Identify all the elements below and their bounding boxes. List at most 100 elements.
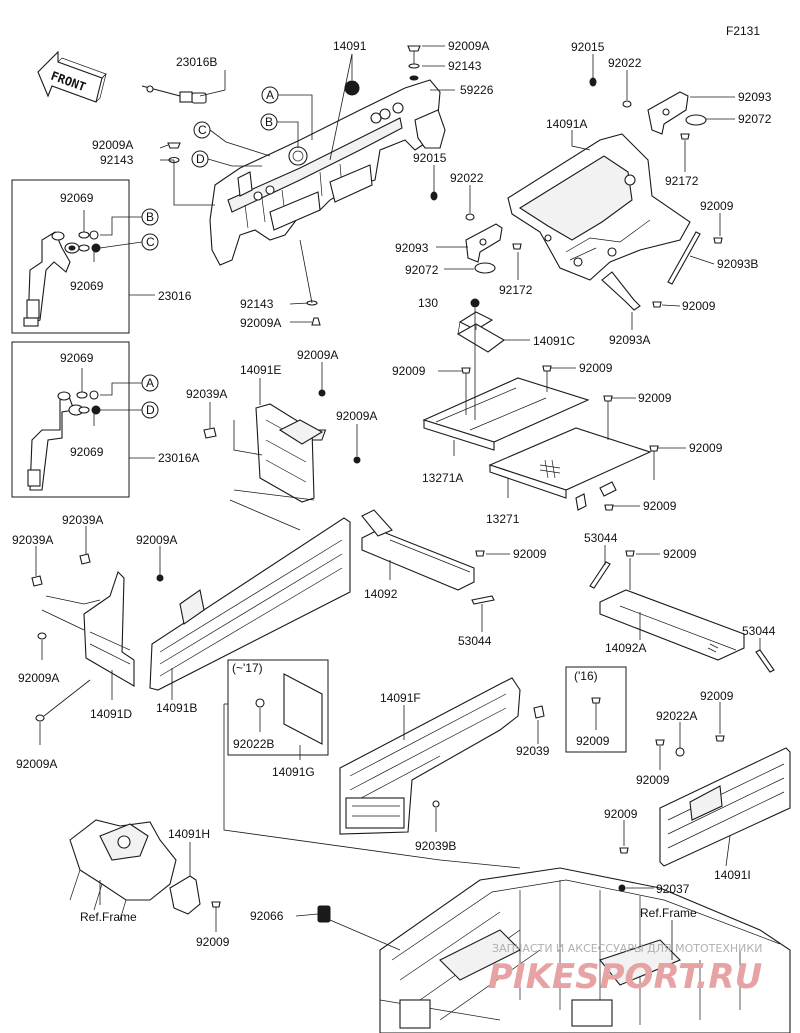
watermark-tagline: ЗАПЧАСТИ И АКСЕССУАРЫ ДЛЯ МОТОТЕХНИКИ [492, 942, 762, 955]
label-92022-1: 92022 [608, 56, 642, 70]
callout-c: C [193, 121, 271, 157]
label-92009a-1: 92009A [448, 39, 489, 53]
pin-53044-b [589, 561, 611, 589]
label-92069-3: 92069 [60, 351, 94, 365]
label-92015-2: 92015 [413, 151, 447, 165]
bolt-92172-mid [512, 243, 522, 250]
diagram-code: F2131 [726, 24, 760, 38]
label-92072-1: 92072 [738, 112, 772, 126]
label-92022b: 92022B [233, 737, 274, 751]
screw-92009a-d4 [35, 714, 45, 722]
bracket-92093-top [647, 91, 689, 135]
svg-text:C: C [146, 235, 155, 249]
rail-14092a [599, 589, 745, 661]
group-box-23016 [11, 179, 130, 334]
label-92172-2: 92172 [499, 283, 533, 297]
label-92039a-3: 92039A [12, 533, 53, 547]
bracket-92093a [601, 271, 641, 311]
label-16: ('16) [574, 669, 598, 683]
clip-92039 [533, 705, 545, 719]
label-92039: 92039 [516, 744, 550, 758]
label-13271: 13271 [486, 512, 520, 526]
label-92093-2: 92093 [395, 241, 429, 255]
svg-text:B: B [265, 115, 273, 129]
label-92009a-8: 92009A [16, 757, 57, 771]
label-92009-3: 92009 [392, 364, 426, 378]
label-ref-frame-2: Ref.Frame [640, 906, 697, 920]
label-92069-4: 92069 [70, 445, 104, 459]
label-23016a: 23016A [158, 451, 199, 465]
label-14091i: 14091I [714, 868, 751, 882]
screw-92039b [432, 800, 440, 808]
bolt-92009-i1 [655, 739, 665, 746]
label-14091f: 14091F [380, 691, 421, 705]
rail-14092 [361, 509, 475, 591]
label-92009a-3: 92009A [240, 316, 281, 330]
screw-92009a-e2 [353, 456, 361, 464]
label-53044-2: 53044 [584, 531, 618, 545]
grommet-92069-b [89, 230, 99, 240]
grommet-92069-d [91, 243, 101, 253]
label-92093a: 92093A [609, 333, 650, 347]
washer-92022-mid [465, 213, 475, 221]
label-92009-7: 92009 [643, 499, 677, 513]
bracket-92093b [667, 231, 701, 285]
label-92093b: 92093B [717, 257, 758, 271]
grommet-130 [470, 298, 480, 308]
bolt-92009-14092a [625, 550, 635, 557]
nut-92015-top [589, 77, 597, 87]
label-92009-12: 92009 [636, 773, 670, 787]
label-92009-4: 92009 [579, 361, 613, 375]
grommet-92069-f [89, 390, 99, 400]
bolt-92009-c2 [542, 365, 552, 372]
label-14091c: 14091C [533, 334, 575, 348]
label-92009-10: 92009 [576, 734, 610, 748]
nut-92015-mid [430, 191, 438, 201]
clamp-92072-top [685, 114, 707, 126]
label-14091: 14091 [333, 39, 367, 53]
label-92022a: 92022A [656, 709, 697, 723]
screw-92009a-top [407, 45, 421, 81]
label-17: (~'17) [232, 661, 263, 675]
label-92143-3: 92143 [240, 297, 274, 311]
label-23016: 23016 [158, 289, 192, 303]
grommet-92069-e [76, 391, 88, 399]
plate-14091g [283, 673, 323, 745]
bracket-92093-mid [465, 223, 503, 263]
svg-text:D: D [146, 403, 155, 417]
grommet-92069-g [78, 406, 90, 414]
label-92009-2: 92009 [682, 299, 716, 313]
bolt-92009-h [211, 901, 221, 908]
label-92009-11: 92009 [700, 689, 734, 703]
washer-92022b [255, 698, 265, 708]
bolt-92009-c5 [604, 504, 614, 511]
label-130: 130 [418, 296, 438, 310]
bolt-92009-c4 [649, 445, 659, 452]
frame-ref-left [69, 819, 177, 921]
cable-23016a [27, 391, 84, 491]
screw-92009a-e1 [318, 389, 326, 397]
callout-a: A [261, 86, 313, 140]
screw-92009a-left [167, 142, 181, 164]
bolt-92037 [618, 884, 626, 892]
callout-b: B [260, 113, 299, 148]
label-92009-1: 92009 [700, 199, 734, 213]
label-92143-1: 92143 [448, 59, 482, 73]
washer-92022-top [622, 100, 632, 108]
bolt-92009-c3 [603, 395, 613, 402]
panel-14091i [659, 747, 791, 867]
plate-14091c [456, 311, 505, 353]
front-arrow-icon: FRONT [37, 50, 107, 103]
label-14092a: 14092A [605, 641, 646, 655]
label-13271a: 13271A [422, 471, 463, 485]
label-14091a: 14091A [546, 117, 587, 131]
guard-14091e [255, 403, 324, 503]
label-92009-6: 92009 [689, 441, 723, 455]
label-92009a-7: 92009A [18, 671, 59, 685]
label-92069-2: 92069 [70, 279, 104, 293]
watermark-logo: PIKESPORT.RU [488, 957, 762, 997]
panel-14091d [83, 570, 135, 687]
pin-53044-c [755, 649, 775, 673]
bolt-92009-16 [591, 697, 601, 704]
label-92069-1: 92069 [60, 191, 94, 205]
